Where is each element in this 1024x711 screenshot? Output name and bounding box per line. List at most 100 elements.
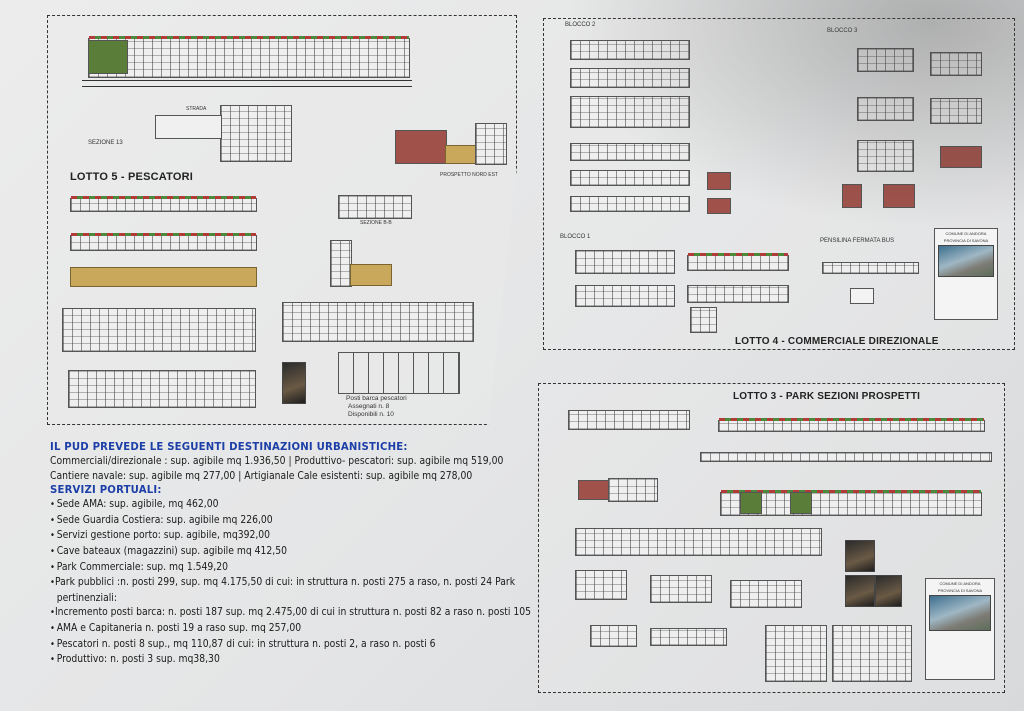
list-item: •Sede Guardia Costiera: sup. agibile mq … <box>50 513 453 529</box>
bus-shelter-detail <box>850 288 874 304</box>
list-item-text: Servizi gestione porto: sup. agibile, mq… <box>56 528 271 542</box>
site-photo <box>875 575 902 607</box>
port-services-heading: SERVIZI PORTUALI: <box>50 483 162 497</box>
list-item-text: Park Commerciale: sup. mq 1.549,20 <box>56 559 228 573</box>
blocco1-label: BLOCCO 1 <box>560 234 591 240</box>
elevation-drawing <box>720 490 982 516</box>
list-item-text: Sede Guardia Costiera: sup. agibile mq 2… <box>56 512 273 526</box>
site-photo <box>845 575 875 607</box>
plan-drawing <box>687 285 789 303</box>
title-block-comune: COMUNE DI ANDORA <box>939 581 981 586</box>
detail-drawing <box>842 184 862 208</box>
plan-drawing <box>832 625 912 682</box>
list-item: •Produttivo: n. posti 3 sup. mq38,30 <box>50 652 453 668</box>
plan-drawing <box>68 370 256 408</box>
elevation-drawing <box>575 250 675 274</box>
section-tan-drawing <box>350 264 392 286</box>
elevation-drawing <box>570 196 690 212</box>
elevation-drawing <box>70 233 257 251</box>
list-item-text: Park pubblici :n. posti 299, sup. mq 4.1… <box>54 575 516 589</box>
list-item: •Sede AMA: sup. agibile, mq 462,00 <box>50 497 453 513</box>
bus-shelter-drawing <box>822 262 919 274</box>
destinations-text: IL PUD PREVEDE LE SEGUENTI DESTINAZIONI … <box>50 440 531 668</box>
list-item-text: Incremento posti barca: n. posti 187 sup… <box>54 605 532 619</box>
lotto3-title: LOTTO 3 - PARK SEZIONI PROSPETTI <box>733 391 921 402</box>
title-block: COMUNE DI ANDORA PROVINCIA DI SAVONA <box>934 228 998 320</box>
elevation-drawing <box>570 40 690 60</box>
destinations-line-2: Cantiere navale: sup. agibile mq 277,00 … <box>50 468 473 482</box>
elevation-tan-drawing <box>70 267 257 287</box>
plan-drawing <box>62 308 256 352</box>
elevation-drawing <box>575 285 675 307</box>
section-label: SEZIONE 13 <box>88 140 123 146</box>
bullet-icon: • <box>50 654 55 666</box>
site-photo <box>845 540 875 572</box>
title-block-comune: COMUNE DI ANDORA <box>945 231 987 236</box>
list-item: •Pescatori n. posti 8 sup., mq 110,87 di… <box>50 637 453 653</box>
plan-drawing <box>570 96 690 128</box>
plan-drawing <box>857 48 914 72</box>
elevation-greenery <box>790 492 812 514</box>
elevation-drawing <box>700 452 992 462</box>
elevation-drawing <box>578 480 610 500</box>
elevation-drawing <box>570 143 690 161</box>
ground-line <box>82 86 412 87</box>
detail-drawing <box>707 172 731 190</box>
detail-drawing <box>690 307 717 333</box>
blocco3-label: BLOCCO 3 <box>827 28 858 34</box>
list-item-text: Pescatori n. posti 8 sup., mq 110,87 di … <box>56 636 436 650</box>
list-item-text: Cave bateaux (magazzini) sup. agibile mq… <box>56 543 287 557</box>
elevation-drawing <box>88 36 410 78</box>
lotto4-title: LOTTO 4 - COMMERCIALE DIREZIONALE <box>735 336 939 347</box>
section-drawing <box>590 625 637 647</box>
elevation-drawing <box>608 478 658 502</box>
section-drawing <box>930 52 982 76</box>
list-item: •Park pubblici :n. posti 299, sup. mq 4.… <box>50 575 515 591</box>
bullet-icon: • <box>50 577 55 589</box>
elevation-greenery <box>88 40 128 74</box>
list-item: •Incremento posti barca: n. posti 187 su… <box>50 605 531 621</box>
bullet-icon: • <box>50 499 55 511</box>
section-drawing <box>575 570 627 600</box>
prospetto-tan-drawing <box>445 145 477 164</box>
lotto5-title: LOTTO 5 - PESCATORI <box>70 171 193 183</box>
blocco2-label: BLOCCO 2 <box>565 22 596 28</box>
elevation-drawing <box>70 196 257 212</box>
section-drawing <box>730 580 802 608</box>
list-item-text: AMA e Capitaneria n. posti 19 a raso sup… <box>56 620 302 634</box>
section-drawing <box>650 575 712 603</box>
elevation-drawing <box>570 68 690 88</box>
section-terrain <box>155 115 222 139</box>
section-drawing <box>338 195 412 219</box>
bullet-icon: • <box>50 622 55 634</box>
plan-drawing <box>857 97 914 121</box>
list-item-continuation: pertinenziali: <box>56 590 117 604</box>
section-drawing <box>930 98 982 124</box>
list-item-text: Sede AMA: sup. agibile, mq 462,00 <box>56 497 219 511</box>
elevation-greenery <box>740 492 762 514</box>
bullet-icon: • <box>50 561 55 573</box>
elevation-drawing <box>568 410 690 430</box>
list-item: •Cave bateaux (magazzini) sup. agibile m… <box>50 544 453 560</box>
destinations-line-1: Commerciali/direzionale : sup. agibile m… <box>50 454 504 467</box>
section-drawing <box>330 240 352 287</box>
site-photo <box>282 362 306 404</box>
list-item: •AMA e Capitaneria n. posti 19 a raso su… <box>50 621 453 637</box>
pensilina-label: PENSILINA FERMATA BUS <box>820 238 895 244</box>
section-drawing <box>220 105 292 162</box>
title-block-provincia: PROVINCIA DI SAVONA <box>943 238 989 243</box>
list-item: •Park Commerciale: sup. mq 1.549,20 <box>50 560 453 576</box>
list-item: •Servizi gestione porto: sup. agibile, m… <box>50 528 453 544</box>
plan-drawing <box>765 625 827 682</box>
plan-drawing <box>857 140 914 172</box>
elevation-drawing <box>687 253 789 271</box>
destinations-heading: IL PUD PREVEDE LE SEGUENTI DESTINAZIONI … <box>50 440 408 453</box>
ground-line <box>82 80 412 81</box>
section-drawing <box>650 628 727 646</box>
elevation-drawing <box>718 418 985 432</box>
detail-drawing <box>707 198 731 214</box>
detail-drawing <box>940 146 982 168</box>
elevation-drawing <box>282 302 474 342</box>
prospetto-brick-drawing <box>395 130 447 164</box>
section-drawing <box>575 528 822 556</box>
